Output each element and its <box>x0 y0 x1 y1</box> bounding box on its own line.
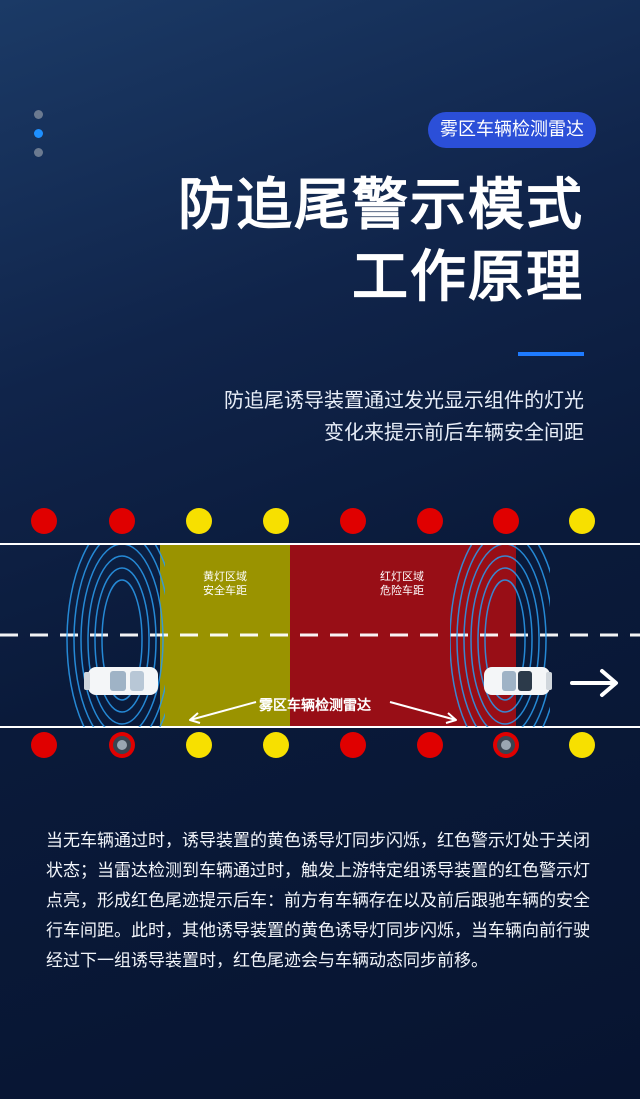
red-zone-label-2: 危险车距 <box>380 583 424 597</box>
light-yellow <box>263 508 289 534</box>
road-diagram: 黄灯区域 安全车距 红灯区域 危险车距 雾区车辆检测雷达 <box>0 508 640 758</box>
light-red <box>109 508 135 534</box>
direction-arrow-icon <box>570 669 618 697</box>
top-light-row <box>31 508 595 534</box>
light-yellow <box>186 732 212 758</box>
page-dot-active <box>34 129 43 138</box>
light-red <box>417 508 443 534</box>
light-red <box>31 732 57 758</box>
subtitle-line-2: 变化来提示前后车辆安全间距 <box>324 420 584 444</box>
pointer-arrows <box>189 701 457 724</box>
light-yellow <box>569 508 595 534</box>
page-dot <box>34 148 43 157</box>
page-dot <box>34 110 43 119</box>
light-red <box>493 508 519 534</box>
product-tag: 雾区车辆检测雷达 <box>428 112 596 148</box>
yellow-zone-label-1: 黄灯区域 <box>203 569 247 583</box>
light-yellow <box>569 732 595 758</box>
yellow-zone-label-2: 安全车距 <box>203 583 247 597</box>
light-red <box>417 732 443 758</box>
radar-wave-left <box>66 545 165 727</box>
radar-wave-right <box>450 545 550 727</box>
car-left-icon <box>84 667 158 695</box>
description-text: 当无车辆通过时，诱导装置的黄色诱导灯同步闪烁，红色警示灯处于关闭状态；当雷达检测… <box>46 831 590 971</box>
radar-sensor-icon <box>109 732 135 758</box>
light-yellow <box>263 732 289 758</box>
car-right-icon <box>484 667 552 695</box>
accent-line <box>518 352 584 356</box>
subtitle: 防追尾诱导装置通过发光显示组件的灯光 变化来提示前后车辆安全间距 <box>224 384 584 448</box>
red-zone-label-1: 红灯区域 <box>380 570 424 583</box>
title-line-2: 工作原理 <box>352 245 584 310</box>
page-indicator <box>34 110 43 167</box>
radar-sensor-icon <box>493 732 519 758</box>
light-red <box>340 508 366 534</box>
subtitle-line-1: 防追尾诱导装置通过发光显示组件的灯光 <box>224 388 584 412</box>
title-line-1: 防追尾警示模式 <box>178 173 584 238</box>
light-red <box>340 732 366 758</box>
bottom-light-row <box>31 732 595 758</box>
light-red <box>31 508 57 534</box>
light-yellow <box>186 508 212 534</box>
radar-label: 雾区车辆检测雷达 <box>258 697 371 714</box>
page-title: 防追尾警示模式 工作原理 <box>178 170 584 314</box>
